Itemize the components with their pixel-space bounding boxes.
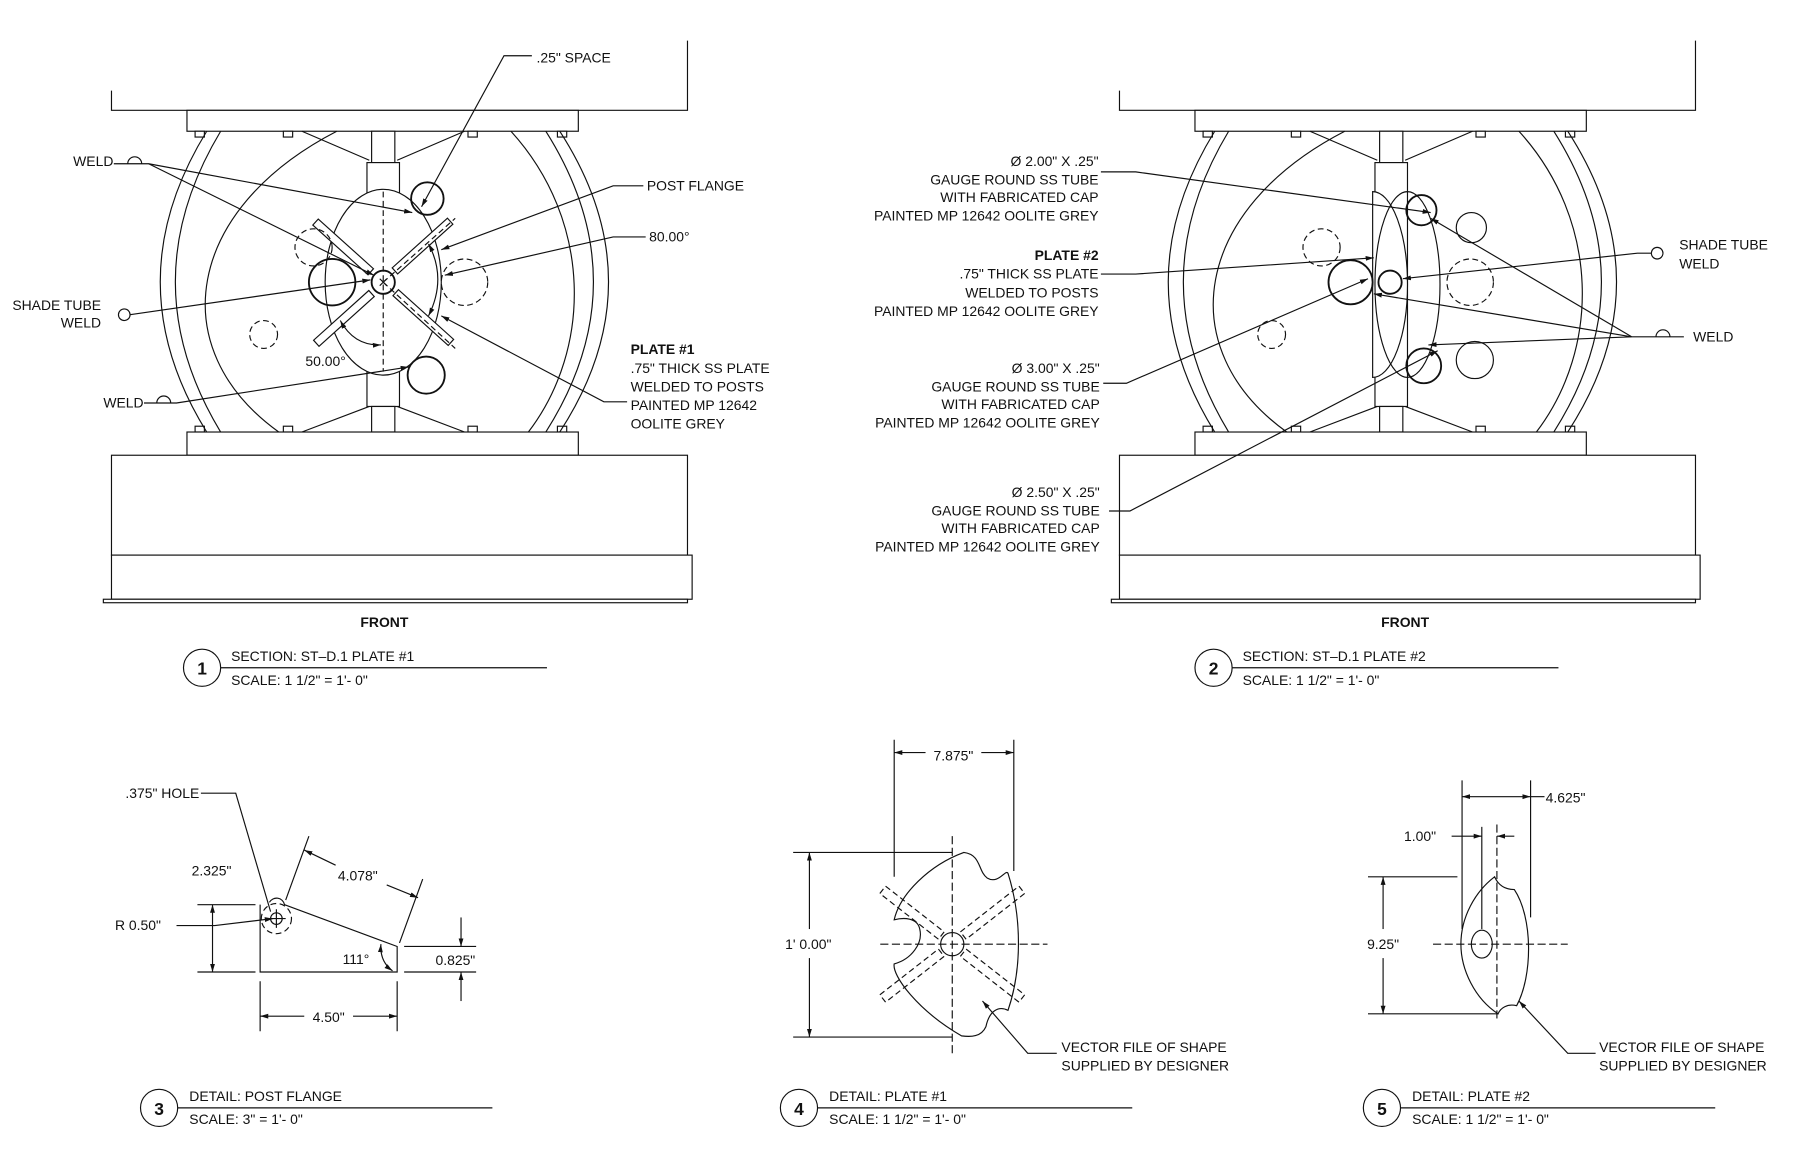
note-line: SUPPLIED BY DESIGNER xyxy=(1599,1058,1767,1074)
post-lower xyxy=(371,405,396,433)
post-upper xyxy=(371,130,396,164)
weld-all-around-icon xyxy=(1650,246,1664,260)
dim-slope: 4.078" xyxy=(338,867,378,883)
base-footing xyxy=(110,554,693,600)
section-title: SECTION: ST–D.1 PLATE #1 xyxy=(231,648,414,664)
tube-300-label: PAINTED MP 12642 OOLITE GREY xyxy=(875,414,1100,430)
section-number: 2 xyxy=(1209,659,1219,679)
ground-line xyxy=(102,598,689,604)
plate-2 xyxy=(1372,191,1409,379)
angle-50-label: 50.00° xyxy=(305,353,345,369)
plate-2-shape xyxy=(1460,875,1530,1015)
shade-tubes xyxy=(1257,194,1495,385)
detail-number: 5 xyxy=(1377,1099,1387,1119)
shade-tube-weld-label: WELD xyxy=(61,315,101,331)
detail-scale: SCALE: 3" = 1'- 0" xyxy=(189,1111,303,1127)
tube-300-label: Ø 3.00" X .25" xyxy=(1012,360,1100,376)
hole-label: .375" HOLE xyxy=(125,785,199,801)
tube-200-label: PAINTED MP 12642 OOLITE GREY xyxy=(874,208,1099,224)
shade-tube-weld-label: WELD xyxy=(1679,255,1719,271)
base-block xyxy=(110,454,689,556)
post-flange-label: POST FLANGE xyxy=(647,177,744,193)
detail-number: 4 xyxy=(794,1099,804,1119)
tube-250-label: PAINTED MP 12642 OOLITE GREY xyxy=(875,539,1100,555)
post-flange-bars xyxy=(311,217,456,349)
plate-1-line: PAINTED MP 12642 xyxy=(631,397,758,413)
detail-scale: SCALE: 1 1/2" = 1'- 0" xyxy=(829,1111,966,1127)
plate-1-shape xyxy=(893,851,1020,1037)
angle-80-label: 80.00° xyxy=(649,229,689,245)
detail-3-post-flange: .375" HOLE 2.325" 4.078" R 0.50" 111° 0.… xyxy=(115,785,493,1127)
dim-height: 1' 0.00" xyxy=(785,936,831,952)
radius-label: R 0.50" xyxy=(115,917,161,933)
tube-300-label: WITH FABRICATED CAP xyxy=(941,396,1099,412)
dim-height: 9.25" xyxy=(1367,936,1399,952)
plate-2-line: WELDED TO POSTS xyxy=(965,284,1098,300)
weld-symbol xyxy=(127,156,143,164)
shade-tube-label: SHADE TUBE xyxy=(12,297,101,313)
section-1: .25" SPACE WELD POST FLANGE 80.00° SHADE… xyxy=(12,50,769,688)
detail-5-plate-2: 4.625" 1.00" 9.25" VECTOR FILE OF SHAPE … xyxy=(1362,780,1767,1127)
detail-title: DETAIL: PLATE #1 xyxy=(829,1088,947,1104)
tube-200-label: GAUGE ROUND SS TUBE xyxy=(930,172,1098,188)
tube-300-label: GAUGE ROUND SS TUBE xyxy=(931,378,1099,394)
weld-label-bottom: WELD xyxy=(103,395,143,411)
detail-scale: SCALE: 1 1/2" = 1'- 0" xyxy=(1412,1111,1549,1127)
dim-width: 4.625" xyxy=(1546,789,1586,805)
section-title: SECTION: ST–D.1 PLATE #2 xyxy=(1243,648,1426,664)
detail-number: 3 xyxy=(154,1099,164,1119)
weld-label-top: WELD xyxy=(73,153,113,169)
plate-1-title: PLATE #1 xyxy=(631,341,695,357)
dim-width: 7.875" xyxy=(934,748,974,764)
note-line: SUPPLIED BY DESIGNER xyxy=(1061,1058,1229,1074)
plate-1-line: WELDED TO POSTS xyxy=(631,378,764,394)
plate-2-title: PLATE #2 xyxy=(1035,247,1099,263)
plate-1-line: OOLITE GREY xyxy=(631,416,725,432)
plate-2-line: .75" THICK SS PLATE xyxy=(960,266,1099,282)
tube-250-label: WITH FABRICATED CAP xyxy=(941,520,1099,536)
top-plate xyxy=(186,109,579,132)
detail-4-plate-1: 7.875" 1' 0.00" VECTOR FILE OF SHAPE SUP… xyxy=(779,739,1229,1127)
section-number: 1 xyxy=(197,659,207,679)
plate-2-line: PAINTED MP 12642 OOLITE GREY xyxy=(874,303,1099,319)
dim-height: 2.325" xyxy=(192,863,232,879)
view-label: FRONT xyxy=(1381,614,1429,630)
section-2: Ø 2.00" X .25" GAUGE ROUND SS TUBE WITH … xyxy=(874,153,1768,688)
dim-right: 0.825" xyxy=(435,952,475,968)
detail-title: DETAIL: PLATE #2 xyxy=(1412,1088,1530,1104)
tube-200-label: WITH FABRICATED CAP xyxy=(940,189,1098,205)
space-label: .25" SPACE xyxy=(537,50,611,66)
note-line: VECTOR FILE OF SHAPE xyxy=(1599,1039,1764,1055)
view-label: FRONT xyxy=(360,614,408,630)
detail-title: DETAIL: POST FLANGE xyxy=(189,1088,342,1104)
tube-250-label: GAUGE ROUND SS TUBE xyxy=(931,503,1099,519)
tube-250-label: Ø 2.50" X .25" xyxy=(1012,484,1100,500)
dim-offset: 1.00" xyxy=(1404,828,1436,844)
shade-tube-label: SHADE TUBE xyxy=(1679,237,1768,253)
tube-200-label: Ø 2.00" X .25" xyxy=(1011,153,1099,169)
dim-width: 4.50" xyxy=(313,1009,345,1025)
weld-label: WELD xyxy=(1693,328,1733,344)
flange-outline xyxy=(259,897,398,973)
bottom-plate xyxy=(186,431,579,456)
note-line: VECTOR FILE OF SHAPE xyxy=(1061,1039,1226,1055)
section-scale: SCALE: 1 1/2" = 1'- 0" xyxy=(231,672,368,688)
plate-1-line: .75" THICK SS PLATE xyxy=(631,360,770,376)
weld-all-around-icon xyxy=(117,308,131,322)
section-2-frame xyxy=(1110,40,1701,604)
angle-label: 111° xyxy=(343,951,370,967)
section-scale: SCALE: 1 1/2" = 1'- 0" xyxy=(1243,672,1380,688)
